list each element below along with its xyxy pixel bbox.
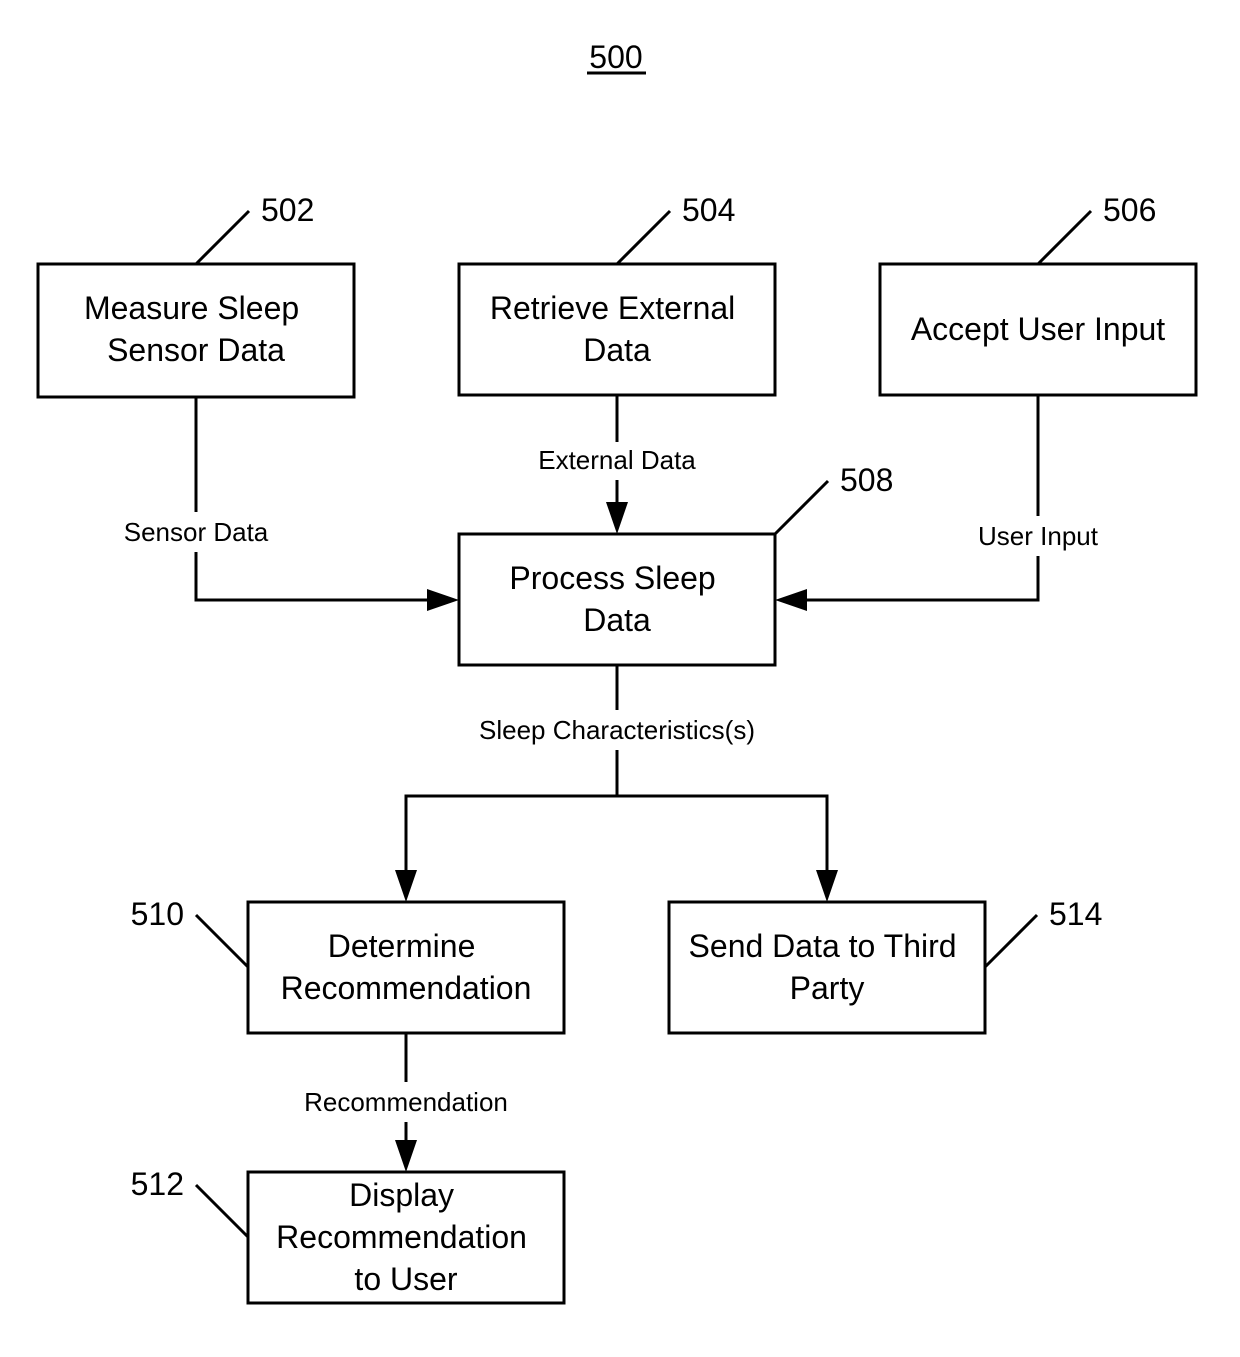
accept-user-input-label: Accept User Input [911, 311, 1165, 347]
retrieve-external-data-box [459, 264, 775, 395]
leader-502 [196, 211, 249, 264]
leader-504 [617, 211, 670, 264]
determine-recommendation-box [248, 902, 564, 1033]
ref-504: 504 [682, 192, 735, 228]
leader-506 [1038, 211, 1091, 264]
external-data-label: External Data [538, 445, 696, 475]
ref-510: 510 [131, 896, 184, 932]
arrowhead-to-send [816, 870, 838, 902]
user-input-label: User Input [978, 521, 1099, 551]
send-data-to-third-party-box [669, 902, 985, 1033]
connector-sensor-data [196, 397, 436, 600]
arrowhead-to-determine [395, 870, 417, 902]
process-sleep-data-box [459, 534, 775, 665]
measure-sleep-sensor-data-box [38, 264, 354, 397]
leader-512 [196, 1185, 248, 1237]
ref-508: 508 [840, 462, 893, 498]
ref-506: 506 [1103, 192, 1156, 228]
figure-number: 500 [589, 39, 642, 75]
leader-510 [196, 915, 248, 967]
arrowhead-recommendation [395, 1140, 417, 1172]
sensor-data-label: Sensor Data [124, 517, 269, 547]
leader-508 [775, 481, 828, 534]
ref-512: 512 [131, 1166, 184, 1202]
arrowhead-user-input [775, 589, 807, 611]
arrowhead-external-data [606, 502, 628, 534]
leader-514 [985, 915, 1037, 967]
ref-514: 514 [1049, 896, 1102, 932]
connector-user-input [798, 395, 1038, 600]
sleep-characteristics-label: Sleep Characteristics(s) [479, 715, 755, 745]
arrowhead-sensor-data [427, 589, 459, 611]
ref-502: 502 [261, 192, 314, 228]
recommendation-label: Recommendation [304, 1087, 508, 1117]
connector-sleep-characteristics-branch [406, 796, 827, 878]
